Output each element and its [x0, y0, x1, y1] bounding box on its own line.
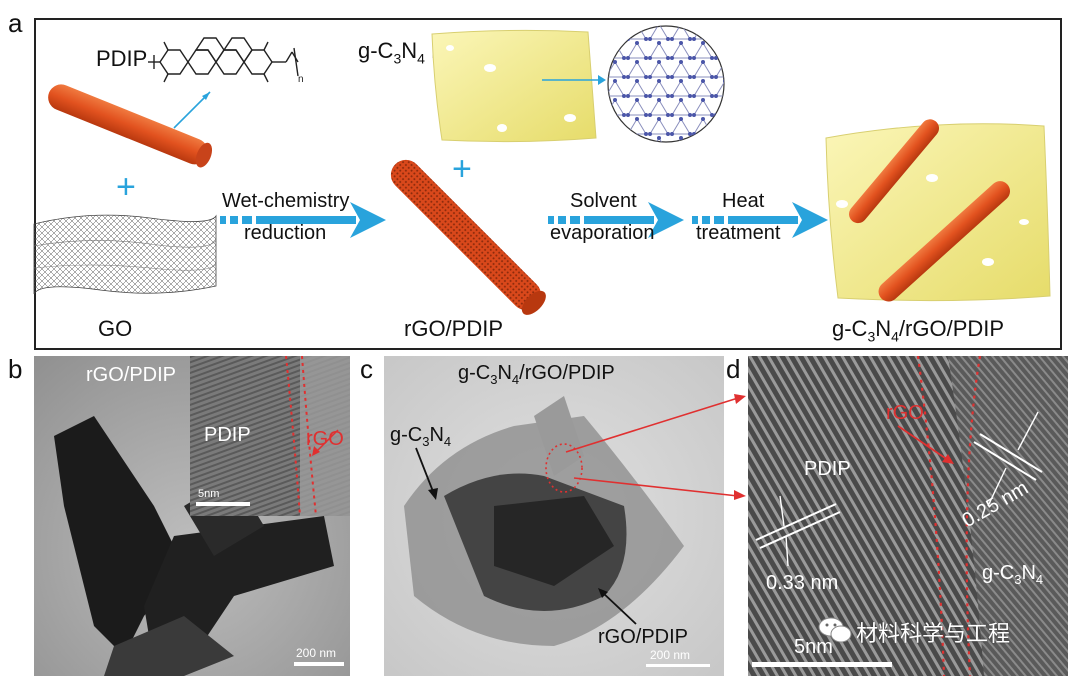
panel-c-title-sub1: 3: [490, 372, 498, 387]
step3-line1: Heat: [722, 190, 765, 212]
arrow-heat: [692, 202, 828, 238]
go-label: GO: [98, 316, 133, 341]
pdip-structure: n: [148, 37, 304, 85]
plus-sign-2: +: [452, 150, 472, 188]
product-mid: N: [875, 316, 892, 341]
panel-c-gcn-label: g-C3N4: [390, 424, 451, 449]
panel-c-image: [384, 356, 724, 676]
panel-c-gcn-sub1: 3: [422, 434, 430, 449]
gcn-sheet: [431, 29, 597, 143]
panel-a-letter: a: [8, 8, 23, 38]
panel-d-gcn-sub1: 3: [1014, 572, 1022, 587]
panel-b-scalebar: [294, 662, 344, 666]
step3-line2: treatment: [696, 222, 781, 244]
step1-line1: Wet-chemistry: [222, 190, 350, 212]
product-suffix: /rGO/PDIP: [898, 316, 1005, 341]
panel-c-gcn-arrow: [415, 447, 438, 500]
panel-d-gcn-sub2: 4: [1035, 572, 1044, 587]
panel-c-gcn-prefix: g-C: [390, 424, 423, 446]
panel-d-d1: 0.33 nm: [766, 572, 839, 594]
panel-c-title-sub2: 4: [511, 372, 520, 387]
gcn-ns-sub1: 3: [393, 50, 402, 67]
panel-c-gcn-mid: N: [429, 424, 444, 446]
pdip-zoom-arrow: [173, 91, 211, 129]
panel-c-title-mid: N: [497, 362, 512, 384]
panel-b-inset-pdip: PDIP: [204, 424, 251, 446]
panel-c-letter: c: [360, 354, 373, 384]
panel-b-inset-scalebar: [196, 502, 250, 506]
go-sheet: [33, 214, 217, 295]
step2-line1: Solvent: [570, 190, 637, 212]
panel-d-rgo: rGO: [886, 402, 924, 424]
step2-line2: evaporation: [550, 222, 655, 244]
arrow-wet-chemistry: [220, 202, 386, 238]
panel-d-letter: d: [726, 354, 741, 384]
rgo-pdip-rod: [390, 159, 546, 315]
panel-b-inset-scale: 5nm: [198, 488, 220, 500]
polymer-n: n: [298, 74, 304, 85]
panel-c-scalebar: [646, 664, 710, 667]
step1-line2: reduction: [244, 222, 327, 244]
gcn-zoom-arrow: [542, 75, 606, 85]
panel-c-scale: 200 nm: [650, 648, 691, 662]
panel-d-image: [748, 356, 1068, 676]
panel-b-inset: [190, 356, 350, 516]
gcn-ns-sub2: 4: [417, 50, 425, 67]
gcn-ns-prefix: g-C: [358, 38, 394, 63]
plus-sign-1: +: [116, 168, 136, 206]
gcn-ns-mid: N: [401, 38, 418, 63]
panel-b-letter: b: [8, 354, 23, 384]
product-sub1: 3: [867, 328, 876, 345]
panel-b-scale: 200 nm: [296, 646, 337, 660]
arrow-solvent: [548, 202, 684, 238]
rgo-pdip-label: rGO/PDIP: [404, 316, 504, 341]
panel-c-gcn-sub2: 4: [443, 434, 452, 449]
panel-c-rgo-arrow: [598, 588, 637, 625]
panel-d-gcn-mid: N: [1021, 562, 1036, 584]
wechat-icon: [818, 616, 852, 644]
watermark-text: 材料科学与工程: [856, 622, 1011, 647]
panel-b-title: rGO/PDIP: [86, 364, 177, 386]
panel-c-title: g-C3N4/rGO/PDIP: [458, 362, 615, 387]
product-composite: [825, 119, 1051, 302]
zoom-connector-arrows: [565, 394, 746, 500]
panel-d-pdip: PDIP: [804, 458, 851, 480]
product-sub2: 4: [891, 328, 899, 345]
panel-c-rgo-pdip: rGO/PDIP: [598, 626, 689, 648]
panel-d-scalebar: [752, 662, 892, 667]
panel-c-title-prefix: g-C: [458, 362, 491, 384]
pdip-rod: [48, 84, 213, 168]
panel-d-gcn: g-C3N4: [982, 562, 1043, 587]
panel-b-inset-rgo: rGO: [306, 428, 344, 450]
gcn-lattice-circle: [607, 25, 725, 143]
panel-d-gcn-prefix: g-C: [982, 562, 1015, 584]
product-prefix: g-C: [832, 316, 868, 341]
product-label: g-C3N4/rGO/PDIP: [832, 316, 1004, 344]
panel-d-scale: 5nm: [794, 636, 833, 658]
panel-c-title-suffix: /rGO/PDIP: [519, 362, 615, 384]
pdip-label: PDIP: [96, 46, 148, 71]
